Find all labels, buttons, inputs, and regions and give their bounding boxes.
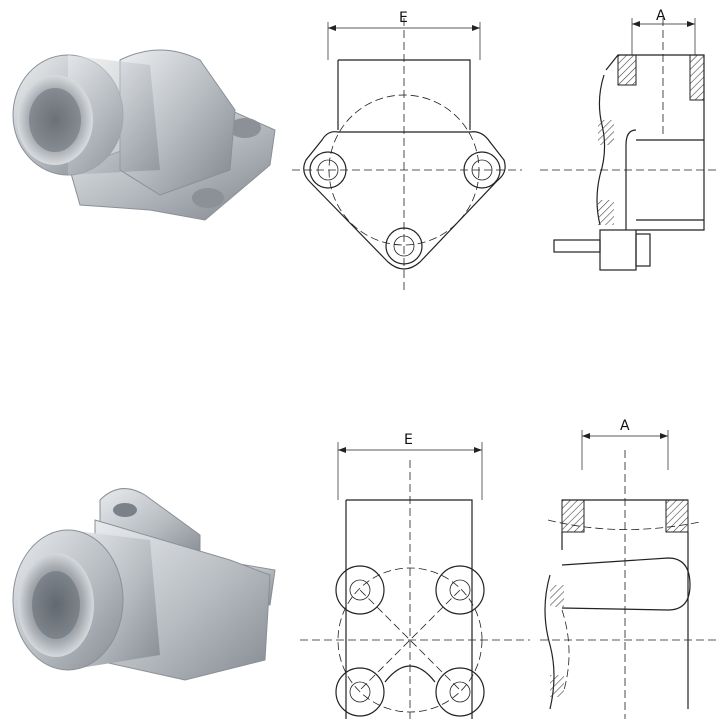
bottom-flange-illustration [12, 488, 276, 681]
bottom-front-view: E [300, 420, 530, 719]
top-front-drawing: E [292, 10, 522, 290]
top-dimension-a: A [656, 8, 666, 24]
bottom-dimension-a: A [620, 418, 630, 434]
top-flange-photo [0, 20, 290, 240]
bottom-flange-photo [0, 480, 290, 690]
top-front-view: E [292, 0, 522, 300]
bottom-dimension-e: E [404, 432, 413, 448]
bottom-side-view: A [540, 410, 718, 719]
top-dimension-e: E [399, 10, 408, 26]
top-side-view: A [540, 0, 718, 300]
bottom-side-drawing: A [540, 418, 718, 719]
top-side-drawing: A [540, 8, 718, 271]
bottom-front-drawing: E [300, 432, 530, 719]
top-flange-illustration [12, 49, 276, 221]
